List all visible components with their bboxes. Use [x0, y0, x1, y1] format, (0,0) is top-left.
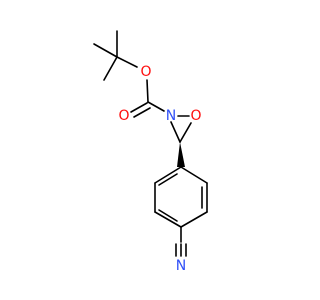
- atom-ring-nitrogen: N: [166, 108, 176, 124]
- bond-ring3: [180, 211, 208, 228]
- atom-nitrile-nitrogen: N: [176, 258, 186, 274]
- bond-carbonyl-double-a: [130, 102, 148, 113]
- atom-carbonyl-oxygen: O: [118, 108, 129, 124]
- bond-ring-n-c: [170, 121, 181, 143]
- bond-tbu-to-ester-o: [116, 56, 138, 68]
- bond-carbonyl-to-n: [147, 101, 165, 112]
- bond-ring6: [154, 166, 182, 184]
- bond-carbonyl-double-b: [133, 107, 151, 118]
- bond-ring-inner-bottom-left: [158, 209, 178, 222]
- bond-ring-inner-top-left: [158, 173, 178, 186]
- bond-ring1: [180, 166, 208, 184]
- structure-svg: O O N O N: [93, 30, 208, 274]
- atom-ring-oxygen: O: [190, 108, 201, 124]
- bonds: [93, 30, 208, 257]
- molecule-diagram: O O N O N: [93, 30, 208, 274]
- atom-labels: O O N O N: [118, 64, 201, 274]
- bond-ring4: [154, 211, 182, 228]
- bond-tbu-methyl-bottom: [103, 56, 118, 81]
- bond-tbu-methyl-left: [93, 43, 118, 58]
- stereo-wedge-bond: [177, 142, 185, 167]
- bond-ester-o-to-carbonyl: [146, 79, 149, 103]
- bond-ring-o-c: [179, 122, 192, 143]
- atom-ester-oxygen: O: [140, 64, 151, 80]
